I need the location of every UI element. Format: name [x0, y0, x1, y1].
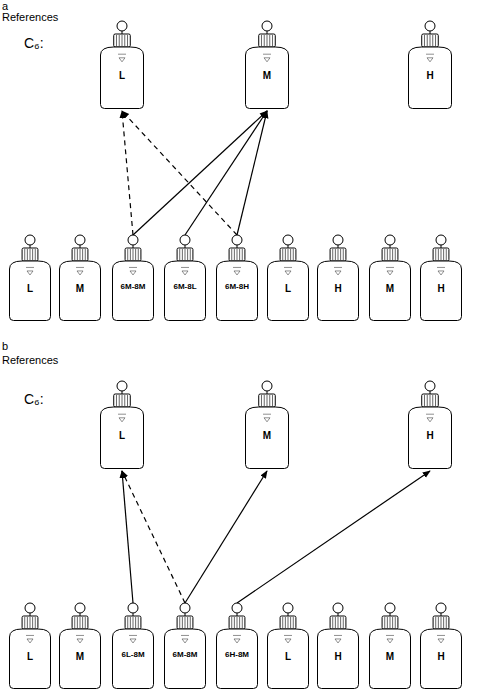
bottle-label: H — [437, 283, 444, 294]
panel-letter: a — [2, 0, 8, 12]
bottle-label: L — [119, 430, 125, 441]
bottle-label: 6M-8H — [225, 283, 249, 292]
sample-bottle: H — [419, 602, 463, 690]
sample-bottle: M — [368, 234, 412, 322]
bottle-outline — [266, 602, 310, 690]
bottle-outline — [266, 234, 310, 322]
bottle-label: H — [437, 651, 444, 662]
sample-bottle: L — [266, 234, 310, 322]
solid-arrow — [122, 471, 133, 603]
bottle-outline — [215, 602, 259, 690]
bottle-label: M — [76, 651, 84, 662]
bottle-label: M — [263, 70, 271, 81]
bottle-outline — [111, 602, 155, 690]
bottle-outline — [8, 234, 52, 322]
bottle-label: L — [27, 651, 33, 662]
sample-bottle: L — [8, 602, 52, 690]
bottle-label: H — [334, 283, 341, 294]
bottle-outline — [58, 602, 102, 690]
bottle-outline — [419, 602, 463, 690]
sample-bottle: 6L-8M — [111, 602, 155, 690]
bottle-outline — [368, 234, 412, 322]
bottle-label: L — [119, 70, 125, 81]
sample-bottle: L — [8, 234, 52, 322]
sample-bottle: H — [419, 234, 463, 322]
bottle-outline — [111, 234, 155, 322]
bottle-label: L — [285, 651, 291, 662]
bottle-label: L — [285, 283, 291, 294]
sample-bottle: M — [244, 20, 290, 110]
sample-bottle: H — [316, 602, 360, 690]
bottle-label: 6H-8M — [225, 651, 249, 660]
bottle-outline — [163, 234, 207, 322]
bottle-outline — [419, 234, 463, 322]
sample-bottle: L — [99, 380, 145, 470]
bottle-label: H — [426, 70, 433, 81]
bottle-label: H — [334, 651, 341, 662]
dashed-arrow — [122, 111, 237, 235]
solid-arrow — [133, 111, 267, 235]
sample-bottle: 6M-8M — [163, 602, 207, 690]
sample-bottle: M — [244, 380, 290, 470]
sample-bottle: L — [99, 20, 145, 110]
sample-bottle: M — [368, 602, 412, 690]
solid-arrow — [237, 111, 267, 235]
solid-arrow — [185, 471, 267, 603]
bottle-outline — [99, 380, 145, 470]
bottle-outline — [215, 234, 259, 322]
bottle-outline — [368, 602, 412, 690]
bottle-outline — [163, 602, 207, 690]
bottle-label: H — [426, 430, 433, 441]
row-label: C₆: — [24, 36, 44, 51]
dashed-arrow — [122, 471, 185, 603]
panel-letter: b — [2, 340, 8, 352]
bottle-outline — [58, 234, 102, 322]
sample-bottle: H — [316, 234, 360, 322]
sample-bottle: 6H-8M — [215, 602, 259, 690]
bottle-outline — [407, 20, 453, 110]
sample-bottle: 6M-8H — [215, 234, 259, 322]
solid-arrow — [185, 111, 267, 235]
row-label: C₆: — [24, 392, 44, 407]
bottle-outline — [244, 380, 290, 470]
sample-bottle: M — [58, 602, 102, 690]
solid-arrow — [237, 471, 430, 603]
section-heading: References — [2, 354, 58, 366]
bottle-outline — [407, 380, 453, 470]
bottle-label: 6M-8M — [173, 651, 198, 660]
bottle-outline — [316, 602, 360, 690]
sample-bottle: 6M-8M — [111, 234, 155, 322]
bottle-label: 6M-8M — [121, 283, 146, 292]
bottle-label: M — [386, 651, 394, 662]
dashed-arrow — [122, 111, 133, 235]
sample-bottle: M — [58, 234, 102, 322]
section-heading: References — [2, 11, 58, 23]
sample-bottle: H — [407, 380, 453, 470]
sample-bottle: H — [407, 20, 453, 110]
sample-bottle: 6M-8L — [163, 234, 207, 322]
bottle-outline — [244, 20, 290, 110]
bottle-label: 6L-8M — [121, 651, 144, 660]
sample-bottle: L — [266, 602, 310, 690]
bottle-outline — [99, 20, 145, 110]
bottle-label: M — [263, 430, 271, 441]
bottle-label: L — [27, 283, 33, 294]
bottle-outline — [8, 602, 52, 690]
bottle-label: M — [386, 283, 394, 294]
bottle-outline — [316, 234, 360, 322]
bottle-label: 6M-8L — [173, 283, 196, 292]
bottle-label: M — [76, 283, 84, 294]
